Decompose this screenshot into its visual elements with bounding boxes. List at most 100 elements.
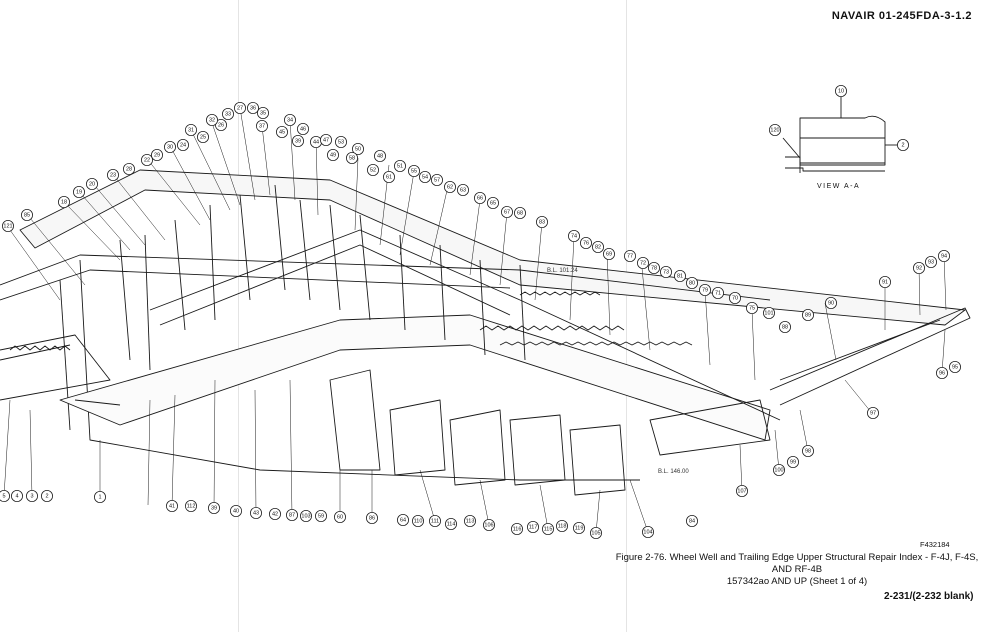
callout-label: 25 <box>200 134 206 140</box>
callout-117: 117 <box>527 521 540 534</box>
callout-113: 113 <box>463 515 476 528</box>
callout-label: 75 <box>749 305 755 311</box>
callout-label: 26 <box>218 122 224 128</box>
callout-61: 61 <box>382 170 395 183</box>
callout-87: 87 <box>285 508 298 521</box>
callout-circle <box>351 142 364 155</box>
callout-label: 34 <box>287 117 293 123</box>
callout-label: 118 <box>558 523 567 529</box>
callout-circle <box>603 247 616 260</box>
callout-53: 53 <box>334 135 347 148</box>
callout-circle <box>463 515 476 528</box>
callout-label: 67 <box>504 209 510 215</box>
callout-label: 5 <box>2 493 5 499</box>
callout-41: 41 <box>165 499 178 512</box>
callout-60: 60 <box>333 510 346 523</box>
callout-label: 119 <box>575 525 584 531</box>
callout-93: 93 <box>925 255 938 268</box>
callout-label: 107 <box>737 488 746 494</box>
callout-label: 29 <box>154 152 160 158</box>
callout-circle <box>592 240 605 253</box>
callout-circle <box>366 163 379 176</box>
callout-43: 43 <box>249 506 262 519</box>
callout-label: 101 <box>764 310 773 316</box>
callout-circle <box>246 102 259 115</box>
callout-42: 42 <box>268 507 281 520</box>
callout-110: 110 <box>411 515 424 528</box>
callout-label: 57 <box>434 177 440 183</box>
callout-116: 116 <box>510 523 523 536</box>
callout-label: 62 <box>447 184 453 190</box>
callout-label: 86 <box>369 515 375 521</box>
callout-73: 73 <box>660 265 673 278</box>
callout-118: 118 <box>556 520 569 533</box>
callout-88: 88 <box>779 320 792 333</box>
callout-28: 28 <box>123 162 136 175</box>
callout-circle <box>712 286 725 299</box>
callout-circle <box>184 124 197 137</box>
callout-1: 1 <box>94 490 107 503</box>
callout-label: 95 <box>952 364 958 370</box>
page-fold-line <box>626 0 627 632</box>
callout-label: 110 <box>414 518 423 524</box>
callout-74: 74 <box>568 229 581 242</box>
callout-52: 52 <box>366 163 379 176</box>
callout-label: 30 <box>167 144 173 150</box>
caption-line-2: 157342ao AND UP (Sheet 1 of 4) <box>726 576 868 587</box>
callout-circle <box>418 170 431 183</box>
callout-label: 98 <box>805 448 811 454</box>
callout-94: 94 <box>938 249 951 262</box>
callout-label: 47 <box>323 137 329 143</box>
callout-69: 69 <box>603 247 616 260</box>
view-a-a-detail <box>782 96 898 173</box>
callout-92: 92 <box>913 261 926 274</box>
callout-circle <box>769 124 782 137</box>
callout-circle <box>73 185 86 198</box>
callout-circle <box>590 527 603 540</box>
callout-46: 46 <box>296 123 309 136</box>
callout-circle <box>163 140 176 153</box>
callout-111: 111 <box>428 515 441 528</box>
callout-label: 92 <box>916 265 922 271</box>
callout-circle <box>779 320 792 333</box>
callout-label: 71 <box>715 290 721 296</box>
callout-circle <box>825 296 838 309</box>
callout-119: 119 <box>573 522 586 535</box>
callout-circle <box>140 153 153 166</box>
callout-circle <box>256 107 269 120</box>
callout-circle <box>2 219 14 232</box>
callout-circle <box>407 164 420 177</box>
callout-circle <box>86 177 99 190</box>
callout-circle <box>729 291 742 304</box>
callout-circle <box>686 515 699 528</box>
callout-label: 76 <box>583 240 589 246</box>
callout-circle <box>500 205 513 218</box>
callout-circle <box>275 126 288 139</box>
page-number: 2-231/(2-232 blank) <box>884 591 974 602</box>
callout-circle <box>396 514 409 527</box>
callout-label: 111 <box>431 518 439 524</box>
callout-label: 22 <box>144 157 150 163</box>
callout-circle <box>184 499 197 512</box>
callout-circle <box>233 102 246 115</box>
callout-33: 33 <box>221 108 234 121</box>
document-header: NAVAIR 01-245FDA-3-1.2 <box>831 10 972 22</box>
callout-circle <box>648 261 661 274</box>
callout-59: 59 <box>314 509 327 522</box>
view-a-a-label: VIEW A-A <box>817 183 861 190</box>
caption-line-1: Figure 2-76. Wheel Well and Trailing Edg… <box>615 552 979 575</box>
callout-27: 27 <box>233 102 246 115</box>
callout-label: 4 <box>15 493 18 499</box>
callout-circle <box>314 509 327 522</box>
callout-circle <box>165 499 178 512</box>
callout-label: 20 <box>89 181 95 187</box>
callout-120: 120 <box>769 124 782 137</box>
callout-label: 40 <box>233 508 239 514</box>
callout-107: 107 <box>736 484 749 497</box>
callout-label: 97 <box>870 410 876 416</box>
callout-label: 93 <box>928 259 934 265</box>
callout-97: 97 <box>867 406 880 419</box>
callout-circle <box>249 506 262 519</box>
callout-70: 70 <box>729 291 742 304</box>
callout-85: 85 <box>20 208 33 221</box>
